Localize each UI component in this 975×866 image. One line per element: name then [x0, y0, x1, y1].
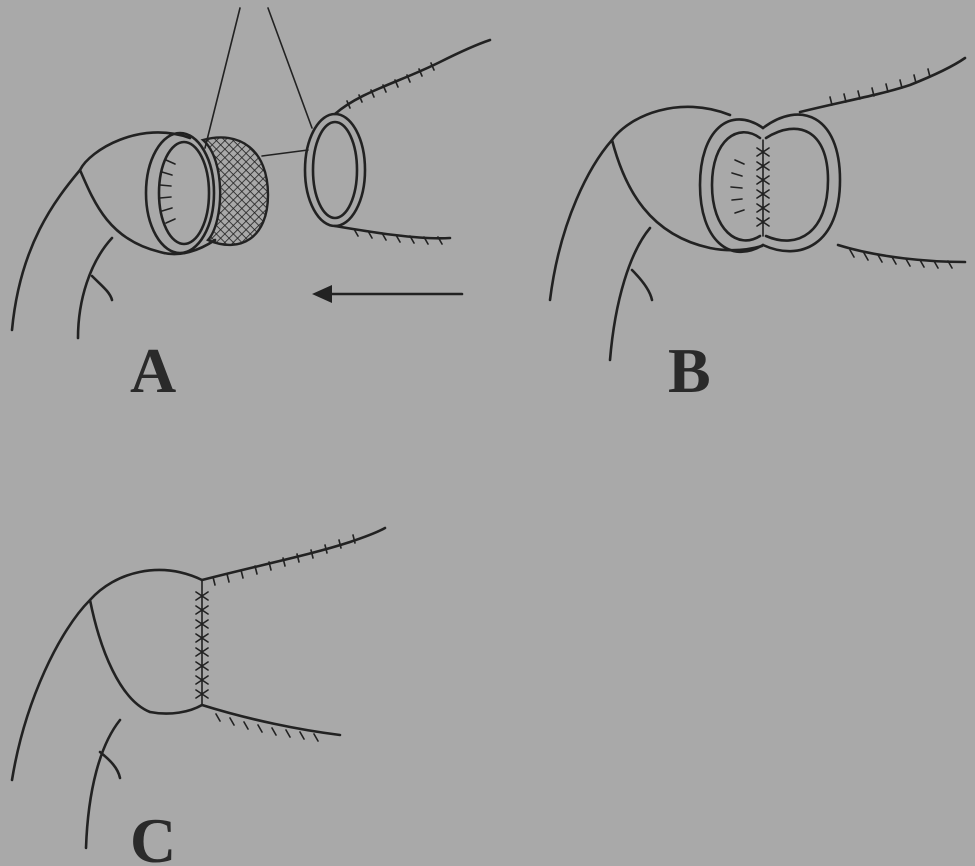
anastomosis-suture-line: [196, 580, 208, 705]
panel-label-c: C: [130, 805, 176, 866]
left-bowel-segment: [12, 132, 215, 330]
panel-c: C: [12, 528, 385, 866]
direction-arrow: [312, 285, 462, 303]
panel-label-b: B: [668, 335, 711, 406]
mesentery-hatch-c: [213, 535, 355, 585]
left-bowel-lumen: [146, 133, 214, 253]
right-bowel-segment-c: [202, 528, 385, 735]
panel-a: A: [12, 8, 490, 406]
stay-suture-left: [205, 8, 240, 148]
mucosa-striations-b: [731, 160, 744, 213]
panel-label-a: A: [130, 335, 176, 406]
right-bowel-segment: [335, 40, 490, 238]
panel-b: B: [550, 58, 965, 406]
joined-lumen-left: [700, 119, 763, 251]
right-bowel-segment-b: [800, 58, 965, 262]
stay-suture-right: [268, 8, 312, 128]
posterior-suture-line: [757, 140, 769, 236]
stay-suture-bridge: [262, 150, 308, 156]
left-bowel-segment-c: [12, 570, 202, 780]
mesentery-hatch-b: [830, 69, 930, 105]
